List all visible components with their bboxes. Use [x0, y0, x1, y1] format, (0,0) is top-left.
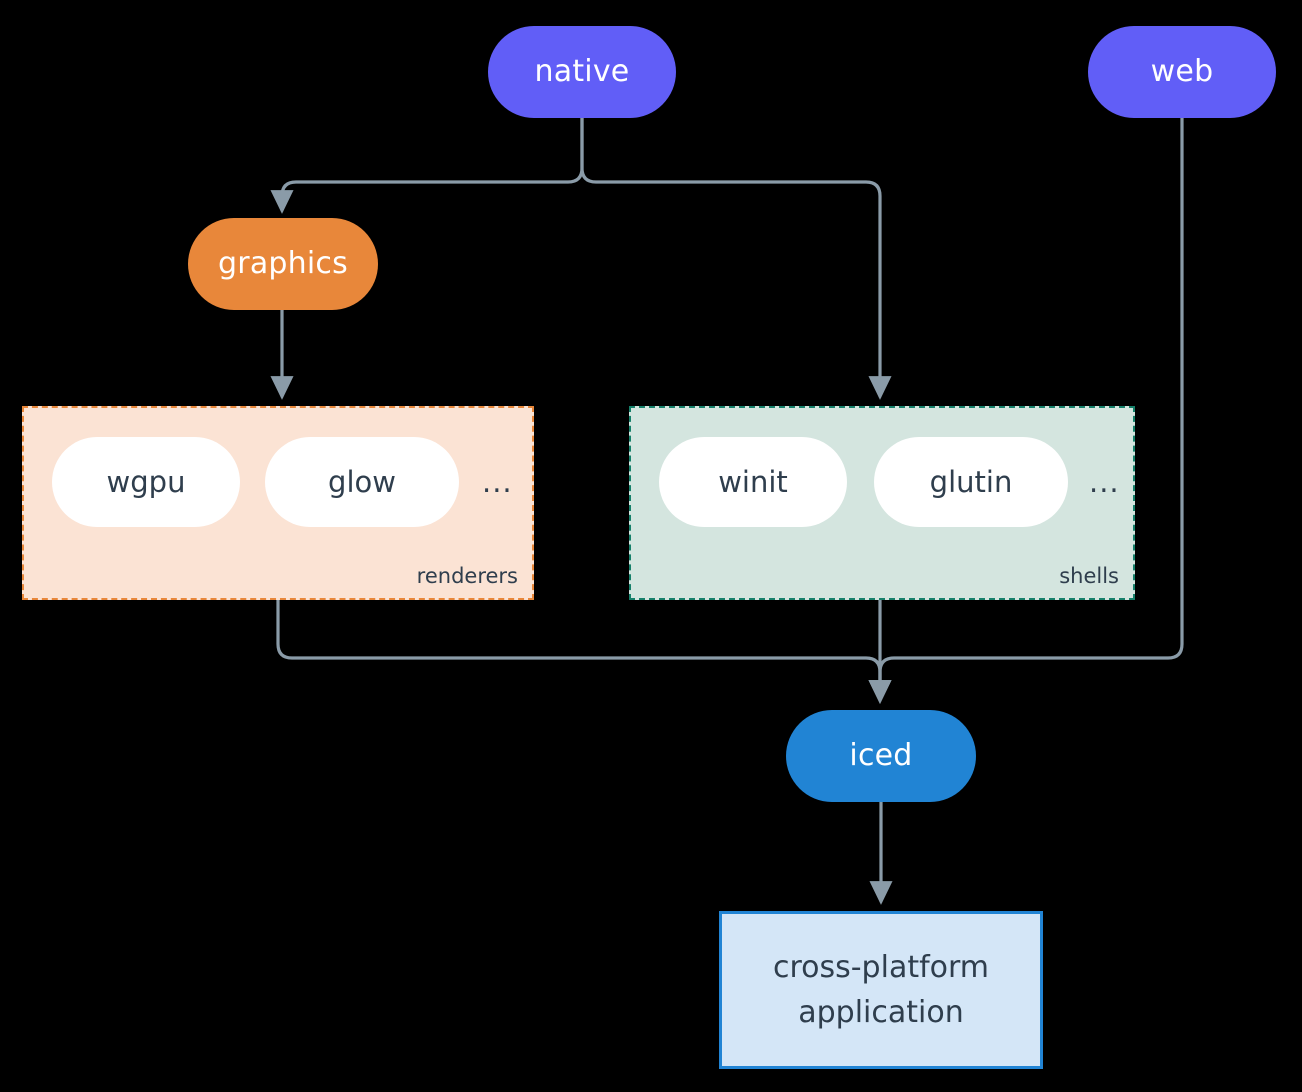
- node-graphics-label: graphics: [218, 246, 348, 282]
- node-graphics[interactable]: graphics: [188, 218, 378, 310]
- node-iced-label: iced: [849, 738, 913, 774]
- node-web[interactable]: web: [1088, 26, 1276, 118]
- cluster-shells: winit glutin ... shells: [629, 406, 1135, 600]
- cluster-item-glow[interactable]: glow: [265, 437, 459, 527]
- node-cross-platform-application[interactable]: cross-platform application: [719, 911, 1043, 1069]
- cluster-item-wgpu[interactable]: wgpu: [52, 437, 240, 527]
- node-native[interactable]: native: [488, 26, 676, 118]
- renderers-overflow-ellipsis: ...: [482, 465, 513, 499]
- edge-renderers-to-iced: [276, 598, 892, 704]
- cluster-item-wgpu-label: wgpu: [106, 465, 186, 499]
- application-label-line1: cross-platform: [772, 949, 990, 985]
- shells-overflow-ellipsis: ...: [1089, 465, 1120, 499]
- node-web-label: web: [1150, 54, 1214, 90]
- edge-native-to-graphics: [270, 116, 584, 214]
- application-label-line2: application: [798, 995, 964, 1030]
- cluster-item-winit-label: winit: [718, 465, 788, 499]
- cluster-item-glutin[interactable]: glutin: [874, 437, 1068, 527]
- cluster-renderers: wgpu glow ... renderers: [22, 406, 534, 600]
- cluster-item-winit[interactable]: winit: [659, 437, 847, 527]
- cluster-shells-label: shells: [1059, 564, 1119, 588]
- edge-native-to-shells: [580, 116, 892, 400]
- cluster-item-glow-label: glow: [328, 465, 396, 499]
- cluster-renderers-label: renderers: [416, 564, 518, 588]
- node-iced[interactable]: iced: [786, 710, 976, 802]
- cluster-item-glutin-label: glutin: [929, 465, 1013, 499]
- node-native-label: native: [534, 54, 630, 90]
